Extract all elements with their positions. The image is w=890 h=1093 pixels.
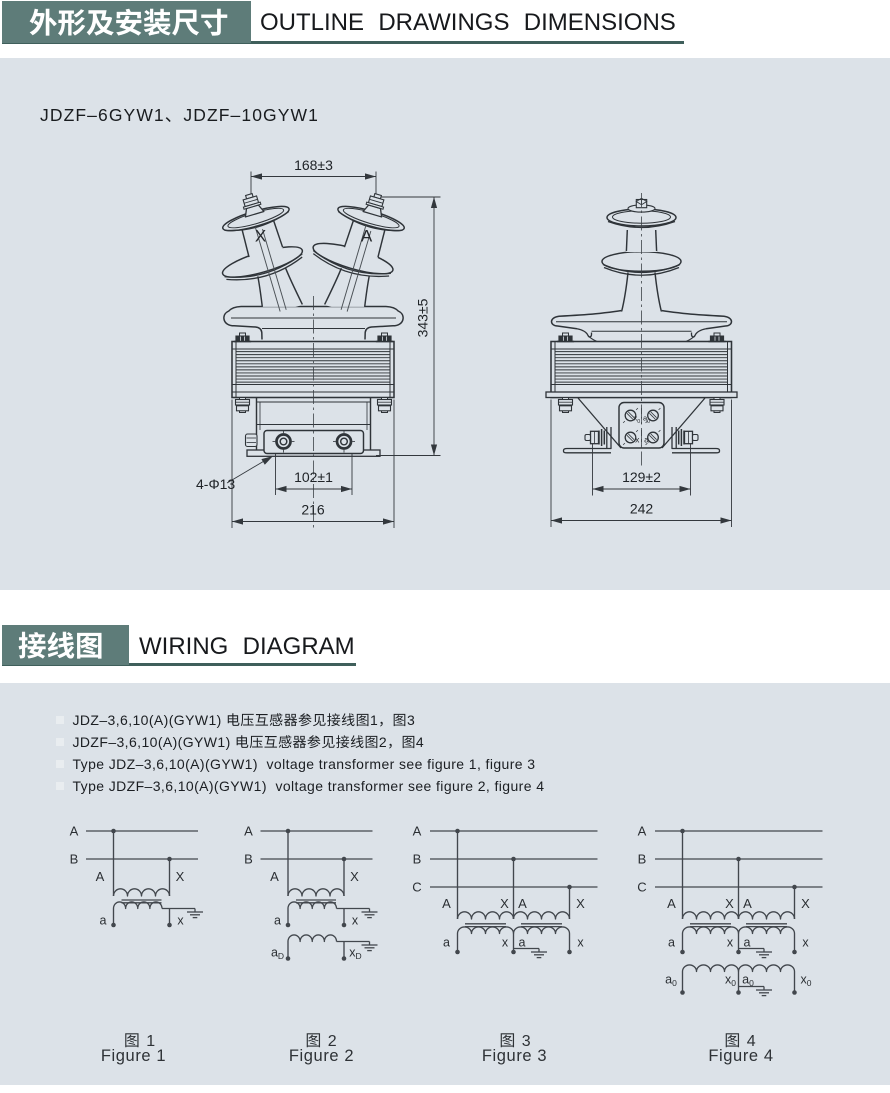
- note-row: JDZF–3,6,10(A)(GYW1) 电压互感器参见接线图2，图4: [56, 731, 544, 753]
- terminal-label: x0: [801, 973, 812, 989]
- terminal-label: a: [443, 936, 450, 950]
- winding-label: A: [96, 869, 105, 884]
- dim-168: 168±3: [294, 157, 333, 173]
- bus-label: A: [244, 824, 253, 839]
- front-dimensions: 168±3 343±5 102±1 216 4-Φ13: [196, 157, 441, 528]
- winding-label: A: [518, 896, 527, 911]
- side-mounting-brackets: [562, 397, 721, 454]
- sideview-terminal-label: a0: [643, 414, 650, 426]
- section2-heading-cn: 接线图: [2, 624, 129, 665]
- dim-102: 102±1: [294, 469, 333, 485]
- front-terminal-a-label: A: [361, 227, 373, 246]
- terminal-label: x: [502, 936, 509, 950]
- front-insulator-right: [310, 192, 405, 312]
- terminal-label: x: [727, 936, 734, 950]
- side-dimensions: 129±2 242: [550, 399, 732, 527]
- bus-label: A: [413, 824, 422, 839]
- terminal-label: a: [668, 936, 675, 950]
- section1-heading-en: OUTLINE DRAWINGS DIMENSIONS: [260, 9, 676, 36]
- bus-label: A: [638, 824, 647, 839]
- section1-heading-rule: [2, 41, 684, 44]
- terminal-label: a0: [742, 973, 754, 989]
- winding-label: A: [743, 896, 752, 911]
- dim-4phi13: 4-Φ13: [196, 476, 235, 492]
- terminal-label: a: [519, 936, 526, 950]
- section2-heading-rule: [2, 663, 356, 666]
- note-text: JDZ–3,6,10(A)(GYW1) 电压互感器参见接线图1，图3: [72, 712, 416, 728]
- bus-label: A: [70, 824, 79, 839]
- sideview-terminal-label: x0: [633, 414, 640, 426]
- note-row: JDZ–3,6,10(A)(GYW1) 电压互感器参见接线图1，图3: [56, 709, 544, 731]
- front-terminal-x-label: X: [255, 227, 266, 246]
- note-text: JDZF–3,6,10(A)(GYW1) 电压互感器参见接线图2，图4: [72, 734, 425, 750]
- terminal-label: x: [177, 914, 184, 928]
- bus-label: C: [412, 880, 421, 895]
- note-row: Type JDZ–3,6,10(A)(GYW1) voltage transfo…: [56, 753, 544, 775]
- bullet-square-icon: [56, 760, 64, 768]
- winding-label: X: [500, 896, 509, 911]
- bus-label: C: [637, 880, 646, 895]
- bus-label: B: [638, 852, 647, 867]
- section2-heading-en: WIRING DIAGRAM: [139, 633, 355, 660]
- bullet-square-icon: [56, 738, 64, 746]
- sideview-terminal-label: a: [644, 435, 649, 445]
- sideview-terminal-label: x: [635, 435, 640, 445]
- bus-label: B: [413, 852, 422, 867]
- bullet-square-icon: [56, 716, 64, 724]
- terminal-label: x0: [725, 973, 736, 989]
- terminal-label: a: [744, 936, 751, 950]
- winding-label: A: [442, 896, 451, 911]
- note-text: Type JDZ–3,6,10(A)(GYW1) voltage transfo…: [72, 756, 536, 772]
- figure-caption-en: Figure 1: [100, 1046, 167, 1065]
- front-insulator-left: [221, 192, 305, 312]
- dim-216: 216: [301, 502, 325, 518]
- winding-label: X: [576, 896, 585, 911]
- terminal-label: x: [577, 936, 584, 950]
- winding-label: X: [350, 869, 359, 884]
- winding-label: X: [176, 869, 185, 884]
- bus-label: B: [244, 852, 253, 867]
- front-terminal-housing: [244, 397, 381, 457]
- winding-label: A: [270, 869, 279, 884]
- terminal-label: x: [352, 914, 359, 928]
- front-view-drawing: X A 168±3 343±5 102±1 216 4-Φ13: [196, 157, 441, 528]
- figure-caption-en: Figure 2: [288, 1046, 355, 1065]
- figure-caption-cn: 图 4: [724, 1033, 757, 1050]
- figure-caption-cn: 图 3: [499, 1033, 532, 1050]
- terminal-label: xD: [349, 946, 361, 962]
- figure-caption-en: Figure 4: [708, 1046, 774, 1065]
- terminal-label: aD: [271, 946, 284, 962]
- winding-label: X: [725, 896, 734, 911]
- dim-343: 343±5: [415, 298, 431, 337]
- dim-129: 129±2: [622, 469, 661, 485]
- section2-panel: [0, 683, 890, 1085]
- winding-label: X: [801, 896, 810, 911]
- terminal-label: x: [802, 936, 809, 950]
- terminal-label: a0: [665, 973, 677, 989]
- terminal-label: a: [100, 914, 107, 928]
- figure-caption-cn: 图 1: [123, 1033, 157, 1050]
- model-title: JDZF–6GYW1、JDZF–10GYW1: [40, 105, 319, 125]
- bus-label: B: [70, 852, 79, 867]
- figure-caption-en: Figure 3: [481, 1046, 548, 1065]
- section1-panel: [0, 58, 890, 590]
- dim-242: 242: [630, 501, 654, 517]
- section1-heading-cn: 外形及安装尺寸: [2, 1, 251, 43]
- figure-caption-cn: 图 2: [305, 1033, 338, 1050]
- terminal-label: a: [274, 914, 281, 928]
- bullet-square-icon: [56, 782, 64, 790]
- note-text: Type JDZF–3,6,10(A)(GYW1) voltage transf…: [72, 778, 545, 794]
- winding-label: A: [667, 896, 676, 911]
- front-core-block: [231, 332, 395, 413]
- note-row: Type JDZF–3,6,10(A)(GYW1) voltage transf…: [56, 775, 544, 797]
